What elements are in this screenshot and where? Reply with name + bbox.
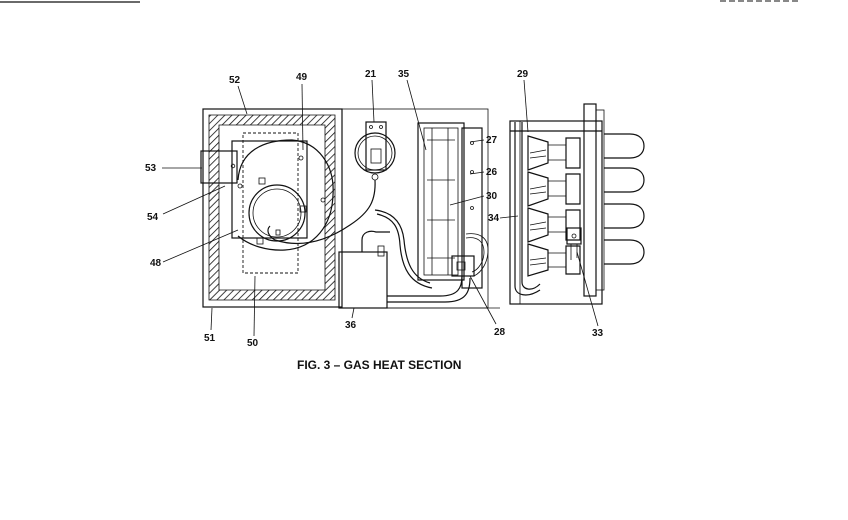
- heat-exchanger-tubes: [604, 133, 645, 265]
- burner-assembly-side: [509, 103, 645, 305]
- callout-34: 34: [488, 213, 500, 224]
- pressure-switch-body: [354, 132, 396, 174]
- burner-3: [527, 207, 581, 243]
- callout-21: 21: [365, 69, 377, 80]
- callout-29: 29: [517, 69, 529, 80]
- blower-compartment: [200, 108, 343, 308]
- wire-harness-1: [374, 209, 431, 284]
- collector-screw-2: [470, 170, 474, 174]
- burner-4: [527, 243, 581, 277]
- pressure-tube: [267, 179, 376, 245]
- gas-valve-body: [338, 251, 388, 309]
- pressure-switch-assembly: [267, 121, 433, 289]
- tube-port: [371, 173, 379, 181]
- bracket-screw-2: [379, 125, 383, 129]
- insulation-liner: [208, 114, 336, 301]
- blower-scroll-housing: [237, 139, 334, 251]
- callout-48: 48: [150, 258, 162, 269]
- burner-mounting-plate: [583, 103, 597, 297]
- wheel-tab-right: [299, 205, 307, 213]
- limit-wiring: [465, 233, 489, 277]
- pressure-switch-ring: [357, 135, 393, 171]
- gas-valve: [338, 230, 390, 309]
- callout-54: 54: [147, 212, 159, 223]
- callout-52: 52: [229, 75, 241, 86]
- mount-hole-1: [298, 155, 304, 161]
- wheel-tab-small: [275, 229, 281, 236]
- burner-1: [527, 135, 581, 171]
- manifold-pipe: [387, 275, 463, 297]
- outer-panel: [202, 108, 343, 308]
- callout-30: 30: [486, 191, 498, 202]
- burner-flange: [595, 109, 605, 291]
- collector-box: [461, 127, 483, 289]
- switch-terminal: [370, 148, 382, 164]
- gas-valve-top: [361, 230, 390, 252]
- wire-harness-2: [376, 213, 433, 289]
- blower-wheel-inner: [252, 188, 302, 238]
- callout-26: 26: [486, 167, 498, 178]
- igniter: [566, 227, 582, 260]
- manifold-pipe-inner: [387, 277, 471, 303]
- callout-51: 51: [204, 333, 216, 344]
- outlet-screw: [230, 163, 236, 169]
- top-scan-artifacts: [0, 0, 800, 3]
- limit-switch: [451, 255, 475, 277]
- blower-wheel: [248, 184, 306, 242]
- callout-35: 35: [398, 69, 410, 80]
- callout-28: 28: [494, 327, 506, 338]
- wheel-tab-top: [258, 177, 266, 185]
- wheel-tab-bottom: [256, 237, 264, 245]
- burner-manifold-pipe-2: [521, 122, 541, 290]
- inducer-outlet: [200, 150, 238, 184]
- callout-49: 49: [296, 72, 308, 83]
- callout-53: 53: [145, 163, 157, 174]
- callout-50: 50: [247, 338, 259, 349]
- right-compartment-wall: [341, 108, 489, 309]
- blower-plate: [231, 140, 308, 239]
- burner-box: [509, 120, 603, 305]
- leader-lines: [162, 79, 599, 337]
- heat-exchanger-cell: [423, 127, 459, 276]
- callout-36: 36: [345, 320, 357, 331]
- bracket-screw-1: [369, 125, 373, 129]
- burner-2: [527, 171, 581, 207]
- pressure-switch-bracket: [365, 121, 387, 171]
- callout-27: 27: [486, 135, 498, 146]
- blower-mount-outline: [242, 132, 299, 274]
- callout-labels: 52 49 21 35 29 27 26 30 34 53 54 48 51 5…: [145, 69, 604, 349]
- mount-hole-3: [237, 183, 243, 189]
- burner-manifold-pipe: [514, 122, 541, 296]
- limit-wiring-2: [465, 237, 485, 273]
- callout-33: 33: [592, 328, 604, 339]
- limit-switch-terminal: [456, 261, 466, 271]
- figure-caption: FIG. 3 – GAS HEAT SECTION: [297, 358, 461, 372]
- collector-screw-3: [470, 206, 474, 210]
- mount-hole-2: [320, 197, 326, 203]
- valve-connector: [377, 245, 385, 257]
